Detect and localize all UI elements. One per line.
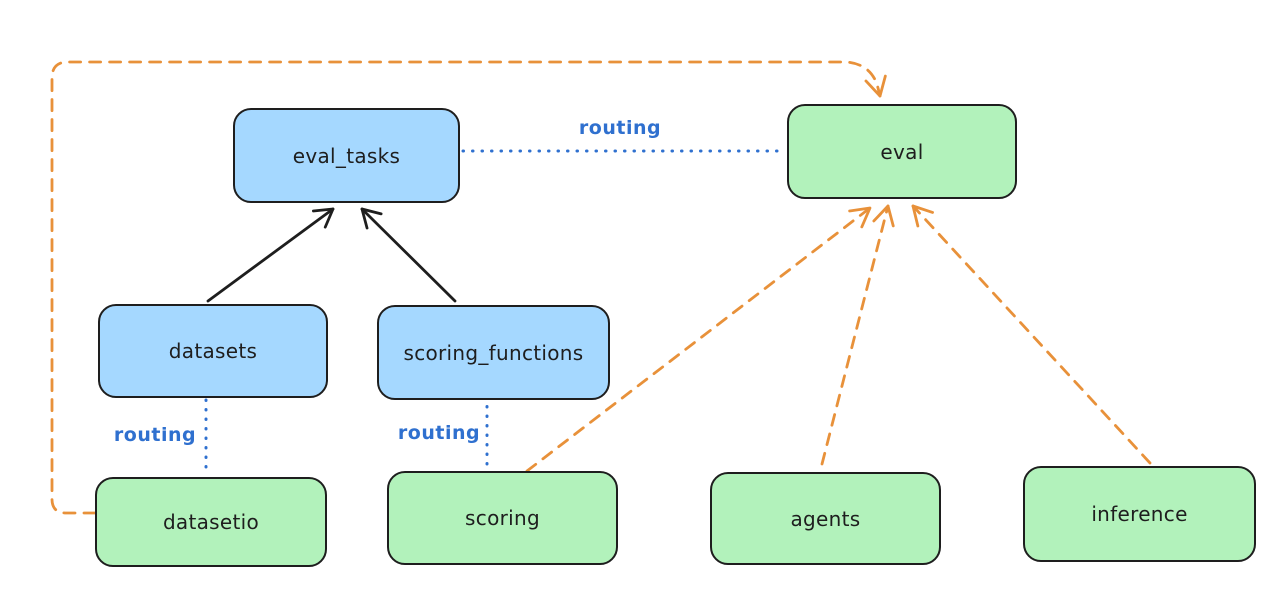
edge-inference-to-eval bbox=[911, 204, 1152, 465]
edge-datasetio-to-eval-loop bbox=[50, 60, 887, 515]
node-scoring-functions: scoring_functions bbox=[377, 305, 610, 400]
edge-scoring-to-eval bbox=[525, 206, 872, 473]
node-scoring-functions-label: scoring_functions bbox=[403, 340, 584, 365]
node-agents-label: agents bbox=[790, 506, 861, 531]
edge-agents-to-eval bbox=[820, 204, 895, 466]
edge-label-routing-scoring-functions-scoring: routing bbox=[397, 422, 481, 444]
node-datasetio-label: datasetio bbox=[162, 510, 260, 534]
node-datasets: datasets bbox=[98, 304, 328, 398]
edge-label-routing-eval-tasks-eval: routing bbox=[578, 117, 662, 139]
node-eval: eval bbox=[787, 104, 1017, 199]
node-scoring-label: scoring bbox=[465, 506, 540, 530]
node-datasets-label: datasets bbox=[168, 339, 258, 363]
node-eval-tasks: eval_tasks bbox=[233, 108, 460, 203]
node-eval-label: eval bbox=[880, 139, 924, 164]
node-agents: agents bbox=[710, 472, 941, 565]
edge-label-routing-datasets-datasetio: routing bbox=[113, 424, 197, 446]
node-inference: inference bbox=[1023, 466, 1256, 562]
edge-datasets-to-eval-tasks bbox=[206, 207, 335, 303]
edge-scoring-functions-to-eval-tasks bbox=[360, 207, 457, 303]
node-inference-label: inference bbox=[1091, 502, 1188, 526]
node-eval-tasks-label: eval_tasks bbox=[292, 143, 401, 168]
node-scoring: scoring bbox=[387, 471, 618, 565]
node-datasetio: datasetio bbox=[95, 477, 327, 567]
